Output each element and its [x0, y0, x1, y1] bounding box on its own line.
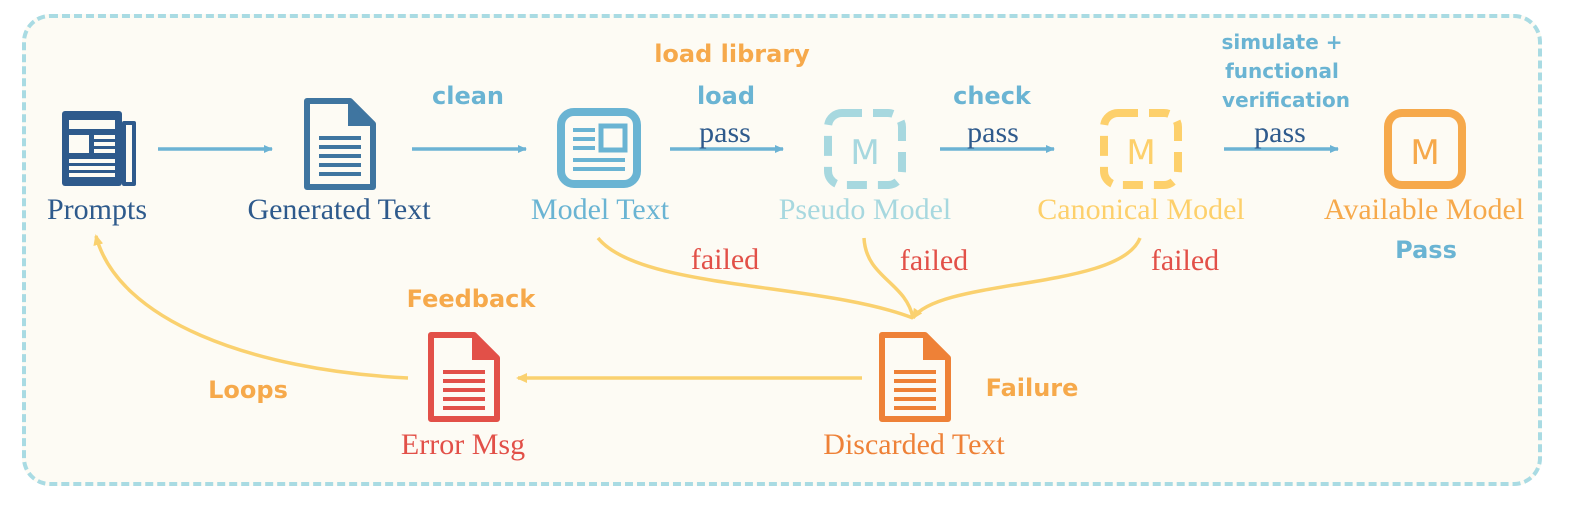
edge-label-simulate-line1: simulate +: [1221, 30, 1343, 54]
canonical-model-icon-letter: M: [1126, 133, 1155, 173]
node-label-pseudo-model: Pseudo Model: [778, 193, 952, 226]
edge-label-clean: clean: [431, 82, 505, 110]
node-label-error-msg: Error Msg: [400, 428, 526, 461]
edge-label-load: load: [696, 82, 756, 110]
node-label-available-model: Available Model: [1323, 193, 1525, 226]
available-model-icon: M: [1384, 109, 1466, 189]
edge-label-failed-3: failed: [1150, 244, 1220, 277]
generated-text-icon: [304, 98, 376, 190]
edge-label-simulate-line3: verification: [1222, 88, 1350, 112]
edge-label-simulate-line2: functional: [1225, 59, 1339, 83]
node-label-discarded-text: Discarded Text: [823, 428, 1005, 461]
edge-label-pass-3: pass: [1254, 116, 1306, 149]
discarded-text-icon: [879, 332, 951, 422]
edge-label-check: check: [953, 82, 1031, 110]
pseudo-model-icon-letter: M: [850, 133, 879, 173]
edge-label-feedback: Feedback: [406, 285, 536, 313]
diagram-frame: [22, 14, 1542, 486]
edge-label-pass-1: pass: [699, 116, 751, 149]
edge-label-loops: Loops: [208, 376, 288, 404]
arrow-canonical-failed: [911, 237, 1142, 320]
node-label-canonical-model: Canonical Model: [1037, 193, 1245, 226]
model-text-icon: [557, 108, 641, 188]
edge-label-load-library: load library: [654, 40, 810, 68]
node-label-model-text: Model Text: [530, 193, 670, 226]
prompts-icon: [62, 111, 136, 186]
error-msg-icon: [428, 332, 500, 422]
pseudo-model-icon: M: [824, 109, 906, 189]
arrow-error-prompts: [93, 234, 409, 380]
edge-label-failure: Failure: [985, 374, 1079, 402]
available-model-icon-letter: M: [1410, 133, 1439, 173]
edge-label-failed-1: failed: [690, 243, 760, 276]
edge-label-pass-final: Pass: [1395, 236, 1457, 264]
arrow-model-text-failed: [596, 236, 914, 320]
edge-label-pass-2: pass: [967, 116, 1019, 149]
arrow-pseudo-failed: [862, 237, 915, 319]
node-label-prompts: Prompts: [46, 193, 148, 226]
edge-label-failed-2: failed: [899, 244, 969, 277]
canonical-model-icon: M: [1100, 109, 1182, 189]
node-label-generated-text: Generated Text: [247, 193, 431, 226]
